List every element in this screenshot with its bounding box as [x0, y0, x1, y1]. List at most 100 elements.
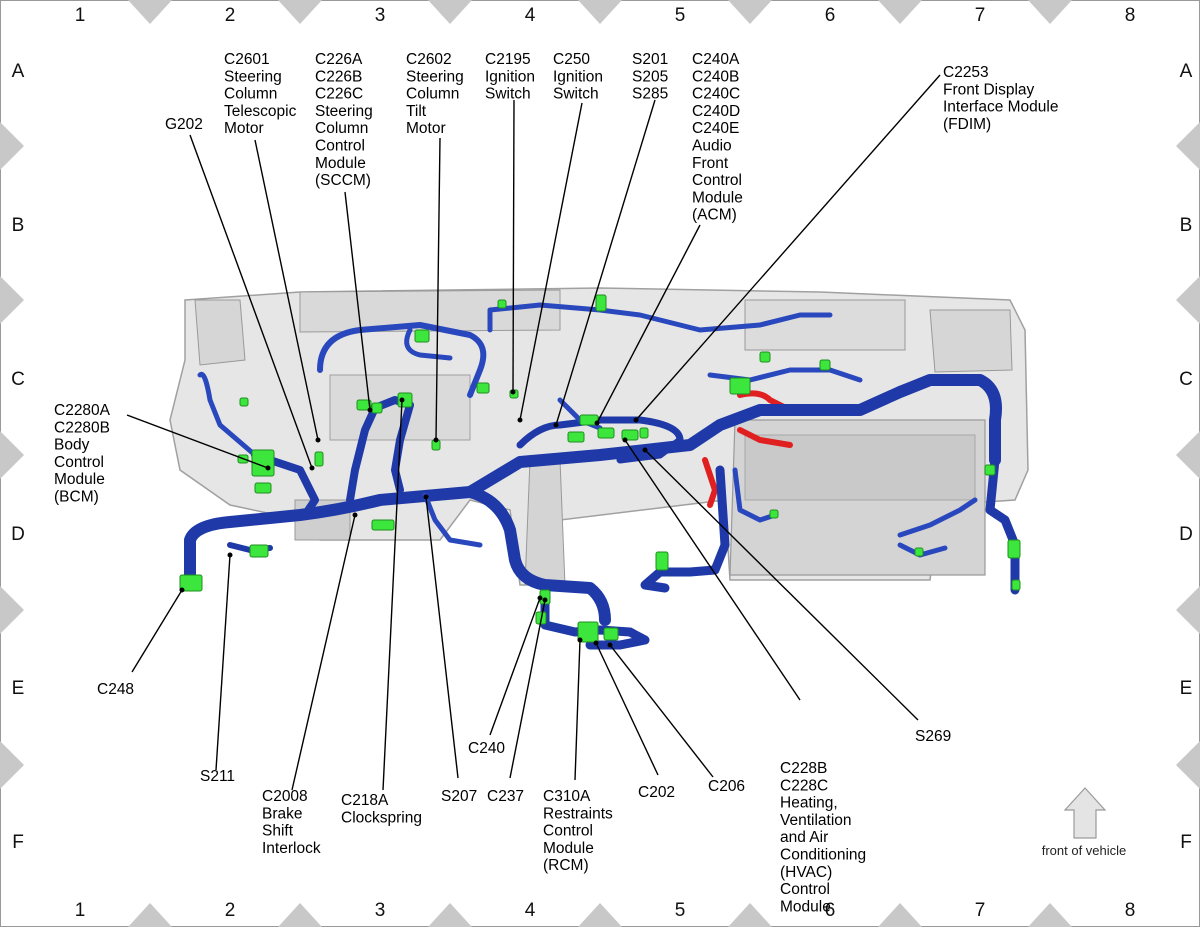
callout-line: Control [692, 172, 742, 189]
callout-line: and Air [780, 829, 828, 846]
callout-line: C240 [468, 740, 505, 757]
leader-line [131, 589, 183, 673]
grid-column-label-top: 8 [1125, 5, 1136, 26]
grid-column-label-bottom: 5 [675, 900, 686, 921]
connector-block [729, 377, 751, 395]
callout-line: Front [692, 155, 729, 172]
hvac-right-branch [897, 497, 978, 538]
callout-s207: S207 [441, 788, 477, 805]
callout-line: C226B [315, 68, 362, 85]
callout-line: Brake [262, 805, 303, 822]
connector-block [239, 397, 249, 407]
connector-block [759, 351, 771, 363]
upper-panel [299, 289, 561, 333]
callout-line: Ignition [485, 68, 535, 85]
callout-line: Restraints [543, 805, 613, 822]
callout-line: Tilt [406, 103, 427, 120]
main-harness-upper [464, 374, 1002, 498]
border-triangle-top [578, 0, 622, 24]
callout-line: (HVAC) [780, 864, 832, 881]
bcm-branch [251, 451, 319, 519]
callout-line: C310A [543, 788, 591, 805]
leader-lines [126, 74, 941, 791]
callout-line: Interface Module [943, 99, 1058, 116]
leader-line [509, 599, 546, 779]
callout-line: Ventilation [780, 812, 852, 829]
connector-block [314, 451, 324, 467]
callout-line: C2280B [54, 419, 110, 436]
border-triangle-top [1028, 0, 1072, 24]
callout-c248: C248 [97, 681, 134, 698]
grid-column-label-bottom: 8 [1125, 900, 1136, 921]
border-triangle-top [728, 0, 772, 24]
right-end-bracket [929, 309, 1013, 373]
leader-endpoint [315, 437, 321, 443]
left-end-bracket [194, 299, 246, 366]
right-lower-branch [640, 465, 730, 593]
callout-line: S207 [441, 788, 477, 805]
upper-vent-box [744, 299, 906, 351]
callout-line: Conditioning [780, 847, 866, 864]
grid-column-label-top: 2 [225, 5, 236, 26]
callout-line: C226A [315, 51, 363, 68]
callout-line: Module [315, 155, 366, 172]
grid-column-label-top: 3 [375, 5, 386, 26]
connector-block [249, 544, 269, 558]
callout-line: C226C [315, 86, 363, 103]
grid-row-label-right: A [1180, 61, 1193, 82]
callout-line: C2602 [406, 51, 452, 68]
leader-endpoint [399, 397, 405, 403]
leader-endpoint [227, 552, 233, 558]
connector-block [914, 547, 924, 557]
leader-endpoint [309, 465, 315, 471]
callout-line: C2280A [54, 402, 111, 419]
leader-line [189, 134, 313, 469]
grid-column-label-bottom: 3 [375, 900, 386, 921]
callout-line: Module [780, 898, 831, 915]
front-indicator: front of vehicle [1042, 787, 1127, 858]
callout-c237: C237 [487, 788, 524, 805]
leader-endpoint [179, 587, 185, 593]
callout-line: Column [315, 120, 368, 137]
callout-line: Motor [224, 120, 264, 137]
connector-block [254, 482, 272, 494]
main-harness-right-drop [985, 455, 1020, 595]
leader-endpoint [517, 417, 523, 423]
callout-s211: S211 [200, 768, 235, 785]
border-triangle-left [0, 276, 24, 324]
connector-block [567, 431, 585, 443]
leader-line [291, 514, 356, 791]
callout-line: C240D [692, 103, 740, 120]
callout-line: C240A [692, 51, 740, 68]
grid-row-label-left: D [11, 524, 25, 545]
connector-block [179, 574, 203, 592]
callout-line: (BCM) [54, 489, 99, 506]
border-triangle-bottom [278, 903, 322, 927]
callout-line: Telescopic [224, 103, 297, 120]
callout-line: Front Display [943, 81, 1035, 98]
grid-row-label-left: C [11, 369, 25, 390]
leader-line [126, 414, 269, 469]
connector-block [603, 627, 619, 641]
connector-block [371, 402, 383, 414]
connector-block [476, 382, 490, 394]
leader-endpoint [542, 597, 548, 603]
red-harness-segment [737, 427, 793, 448]
leader-endpoint [423, 494, 429, 500]
leader-line [254, 139, 319, 441]
leader-line [512, 99, 515, 393]
center-support [524, 459, 566, 586]
leader-endpoint [352, 512, 358, 518]
border-triangle-left [0, 586, 24, 634]
front-indicator-label: front of vehicle [1042, 843, 1127, 858]
connector-block [655, 551, 669, 571]
callout-line: Body [54, 437, 90, 454]
connector-block [371, 519, 395, 531]
grid-row-label-left: F [12, 832, 24, 853]
border-triangle-top [428, 0, 472, 24]
callout-line: C240C [692, 86, 740, 103]
red-harness-segment [702, 457, 719, 508]
